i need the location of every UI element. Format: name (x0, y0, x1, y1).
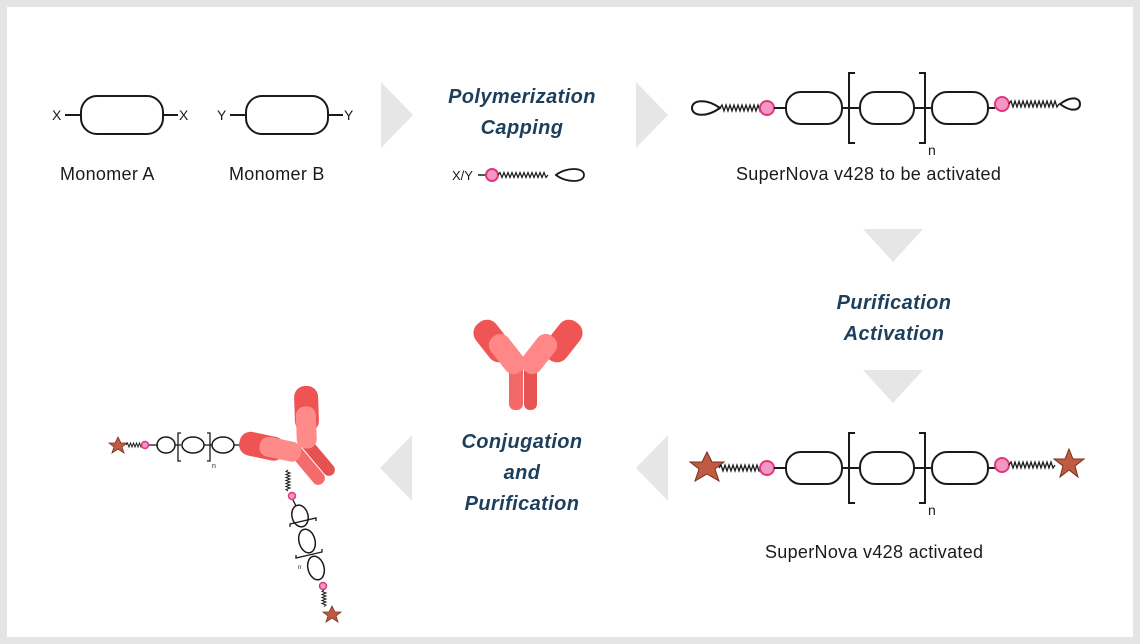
monomer-a-right-end: X (179, 107, 189, 123)
antibody-icon (473, 319, 583, 410)
flow-arrow-icon-5 (636, 435, 668, 501)
step-3-line-1: Conjugation (461, 431, 583, 453)
star-icon-conjugate-left (107, 436, 129, 454)
antibody-icon-conjugate (239, 385, 335, 485)
flow-arrow-icon-3 (863, 229, 923, 262)
monomer-b-left-end: Y (217, 107, 227, 123)
repeat-unit-n-bottom: n (928, 502, 936, 518)
step-purification-activation: Purification Activation (794, 288, 994, 350)
step-1-line-2: Capping (480, 117, 564, 139)
polymer-to-be-activated: n (690, 72, 1082, 158)
flow-arrow-icon-6 (380, 435, 412, 501)
star-icon-right (1052, 447, 1086, 479)
flow-arrow-icon-2 (636, 82, 668, 148)
polymer-activated-label: SuperNova v428 activated (765, 542, 984, 562)
repeat-unit-n-top: n (928, 142, 936, 158)
flow-arrow-icon-1 (381, 82, 413, 148)
step-1-line-1: Polymerization (448, 86, 596, 108)
monomer-b-right-end: Y (344, 107, 354, 123)
step-conjugation-purification: Conjugation and Purification (422, 427, 622, 520)
monomer-a-label: Monomer A (60, 164, 155, 184)
star-icon-left (688, 450, 726, 483)
polymer-to-be-activated-label: SuperNova v428 to be activated (736, 164, 1002, 184)
step-polymerization-capping: Polymerization Capping (422, 82, 622, 144)
monomer-b-label: Monomer B (229, 164, 325, 184)
monomer-b: Y Y (217, 95, 354, 135)
repeat-unit-n-conjugate: n (212, 463, 216, 470)
antibody-polymer-conjugate: n n (107, 385, 343, 623)
capping-agent: X/Y (452, 168, 585, 183)
peg-chain (497, 170, 549, 180)
step-3-line-3: Purification (464, 493, 580, 515)
flow-arrow-icon-4 (863, 370, 923, 403)
repeat-unit-n-conjugate-vertical: n (298, 565, 301, 571)
monomer-a: X X (52, 95, 189, 135)
step-2-line-1: Purification (836, 292, 952, 314)
capping-agent-end: X/Y (452, 168, 473, 183)
star-icon-conjugate-bottom (321, 605, 343, 623)
polymer-activated: n (688, 432, 1086, 518)
step-3-line-2: and (503, 462, 541, 484)
monomer-a-left-end: X (52, 107, 62, 123)
step-2-line-2: Activation (843, 323, 945, 345)
